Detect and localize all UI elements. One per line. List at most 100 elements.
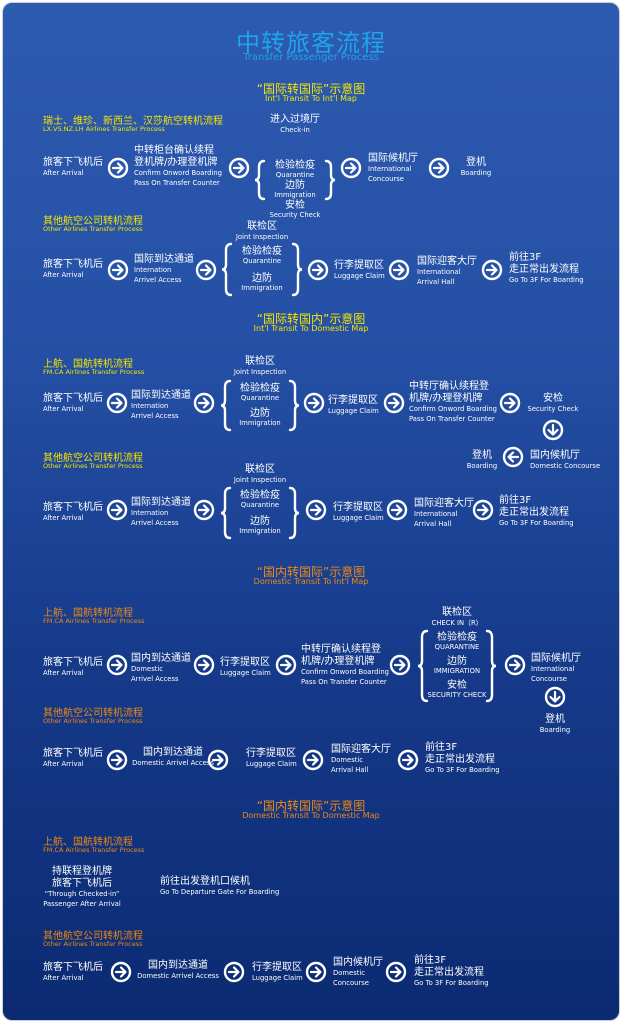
- step-label: 走正常出发流程: [414, 967, 484, 978]
- section-title: “国际转国内”示意图: [256, 312, 366, 326]
- step-label-en: Internation: [131, 402, 169, 410]
- step-label: 前往3F: [425, 742, 458, 753]
- inspection-item-label: 安检: [446, 680, 467, 691]
- flow-label: 瑞士、维珍、新西兰、汉莎航空转机流程: [43, 116, 223, 127]
- step-label-en: Boarding: [466, 462, 498, 470]
- flow-label-en: FM.CA Airlines Transfer Process: [43, 368, 145, 376]
- arrow-right-icon: [340, 157, 362, 179]
- step-label: 旅客下飞机后: [43, 259, 103, 270]
- inspection-item-label: 边防: [252, 272, 272, 284]
- flow-label: 其他航空公司转机流程: [43, 453, 143, 464]
- step-label-en: Domestic Arrivel Access: [137, 972, 219, 980]
- step-label: 中转柜台确认续程: [134, 145, 214, 156]
- step-label-en: Arrivel Access: [131, 411, 179, 420]
- inspection-item-label-en: SECURITY CHECK: [427, 691, 487, 699]
- arrow-right-icon: [107, 157, 129, 179]
- flow-label: 上航、国航转机流程: [43, 359, 133, 370]
- inspection-area-title-en: CHECK IN（R）: [431, 619, 483, 627]
- inspection-item-label-en: Immigration: [274, 191, 316, 199]
- step-label: 旅客下飞机后: [43, 657, 103, 668]
- step-label: 前往3F: [499, 495, 532, 506]
- step-label-en: Domestic: [331, 756, 364, 764]
- inspection-item-label: 安检: [284, 200, 305, 211]
- inspection-area-title: 联检区: [441, 607, 472, 618]
- step-label-en: International: [531, 665, 575, 673]
- inspection-item-label-en: IMMIGRATION: [433, 667, 481, 675]
- arrow-right-icon: [307, 259, 329, 281]
- arrow-right-icon: [106, 392, 128, 414]
- step-label-en: Arrivel Access: [131, 674, 179, 683]
- inspection-item-label: 边防: [250, 408, 270, 420]
- step-label-en: Luggage Claim: [334, 272, 385, 280]
- step-label-en: Concourse: [368, 174, 404, 183]
- section-subtitle: Int'l Transit To Int'l Map: [265, 94, 357, 103]
- step-label-en: Internation: [131, 509, 169, 517]
- arrow-right-icon: [388, 259, 410, 281]
- left-brace: [221, 242, 233, 297]
- left-brace: [417, 629, 429, 703]
- arrow-right-icon: [193, 654, 215, 676]
- step-label-en: Passenger After Arrival: [43, 899, 121, 908]
- arrow-right-icon: [397, 749, 419, 771]
- step-label-en: Go To 3F For Boarding: [499, 519, 574, 527]
- step-label-en: After Arrival: [43, 760, 84, 768]
- inspection-item-label-en: Immigration: [241, 283, 283, 292]
- step-label: 国际到达通道: [131, 390, 191, 401]
- step-label-en: Arrivel Access: [134, 275, 182, 284]
- step-label-en: Pass On Transfer Counter: [134, 178, 220, 187]
- section-title: “国内转国际”示意图: [256, 799, 366, 813]
- flow-label: 其他航空公司转机流程: [43, 216, 143, 227]
- arrow-right-icon: [383, 392, 405, 414]
- flow-label: 上航、国航转机流程: [43, 608, 133, 619]
- arrow-right-icon: [385, 961, 407, 983]
- section-subtitle: Domestic Transit To Int'l Map: [253, 577, 369, 586]
- inspection-item-label: 边防: [250, 516, 270, 527]
- step-label-en: Arrival Hall: [414, 519, 452, 528]
- step-label-en: After Arrival: [43, 405, 84, 413]
- step-label: 中转厅确认续程登: [301, 644, 381, 655]
- step-label: 中转厅确认续程登: [409, 381, 489, 392]
- step-label: 走正常出发流程: [499, 507, 569, 518]
- flow-label-en: Other Airlines Transfer Process: [43, 462, 143, 470]
- arrow-right-icon: [389, 654, 411, 676]
- right-brace: [288, 379, 300, 432]
- section-subtitle: Int'l Transit To Domestic Map: [253, 324, 369, 333]
- step-label-en: Boarding: [460, 169, 492, 177]
- step-label-en: Concourse: [531, 674, 567, 683]
- flow-label: 上航、国航转机流程: [43, 837, 133, 848]
- arrow-right-icon: [481, 259, 503, 281]
- step-label: 前往3F: [414, 955, 447, 966]
- arrow-right-icon: [195, 259, 217, 281]
- inspection-area-title-en: Check-in: [280, 126, 310, 134]
- step-label: 机牌/办理登机牌: [301, 656, 375, 667]
- inspection-area-title: 联检区: [246, 221, 277, 232]
- step-label-en: Concourse: [333, 978, 369, 987]
